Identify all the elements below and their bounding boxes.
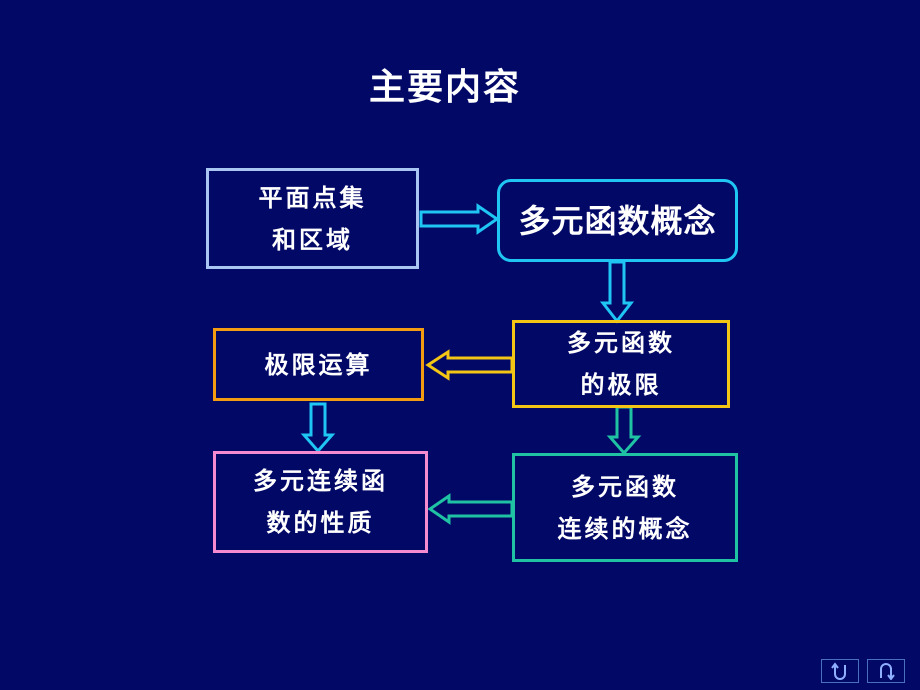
box-label: 多元函数概念 — [518, 201, 717, 240]
return-arrow-icon — [831, 662, 846, 680]
arrow-down-icon — [300, 402, 336, 454]
box-label: 平面点集 — [258, 183, 367, 212]
continuous-properties-box[interactable]: 多元连续函 数的性质 — [213, 451, 428, 553]
u-turn-icon — [880, 663, 895, 680]
arrow-down-icon — [599, 260, 635, 324]
box-label: 连续的概念 — [557, 514, 693, 543]
arrow-left-icon — [427, 493, 514, 525]
page-title: 主要内容 — [368, 67, 521, 108]
box-label: 的极限 — [580, 371, 662, 399]
arrow-right-icon — [419, 203, 500, 235]
multivar-function-box[interactable]: 多元函数概念 — [497, 179, 738, 262]
back-button[interactable] — [821, 659, 859, 683]
continuity-concept-box[interactable]: 多元函数 连续的概念 — [512, 453, 738, 562]
box-label: 和区域 — [272, 225, 353, 254]
box-label: 多元连续函 — [253, 467, 388, 495]
box-label: 多元函数 — [571, 472, 679, 501]
plane-sets-box[interactable]: 平面点集 和区域 — [206, 168, 419, 269]
box-label: 极限运算 — [264, 350, 373, 379]
arrow-down-icon — [606, 405, 642, 456]
box-label: 多元函数 — [567, 329, 675, 357]
box-label: 数的性质 — [266, 509, 375, 537]
arrow-left-icon — [425, 349, 514, 381]
exit-button[interactable] — [867, 659, 905, 683]
multivar-limit-box[interactable]: 多元函数 的极限 — [512, 320, 730, 408]
limit-operations-box[interactable]: 极限运算 — [213, 328, 424, 401]
